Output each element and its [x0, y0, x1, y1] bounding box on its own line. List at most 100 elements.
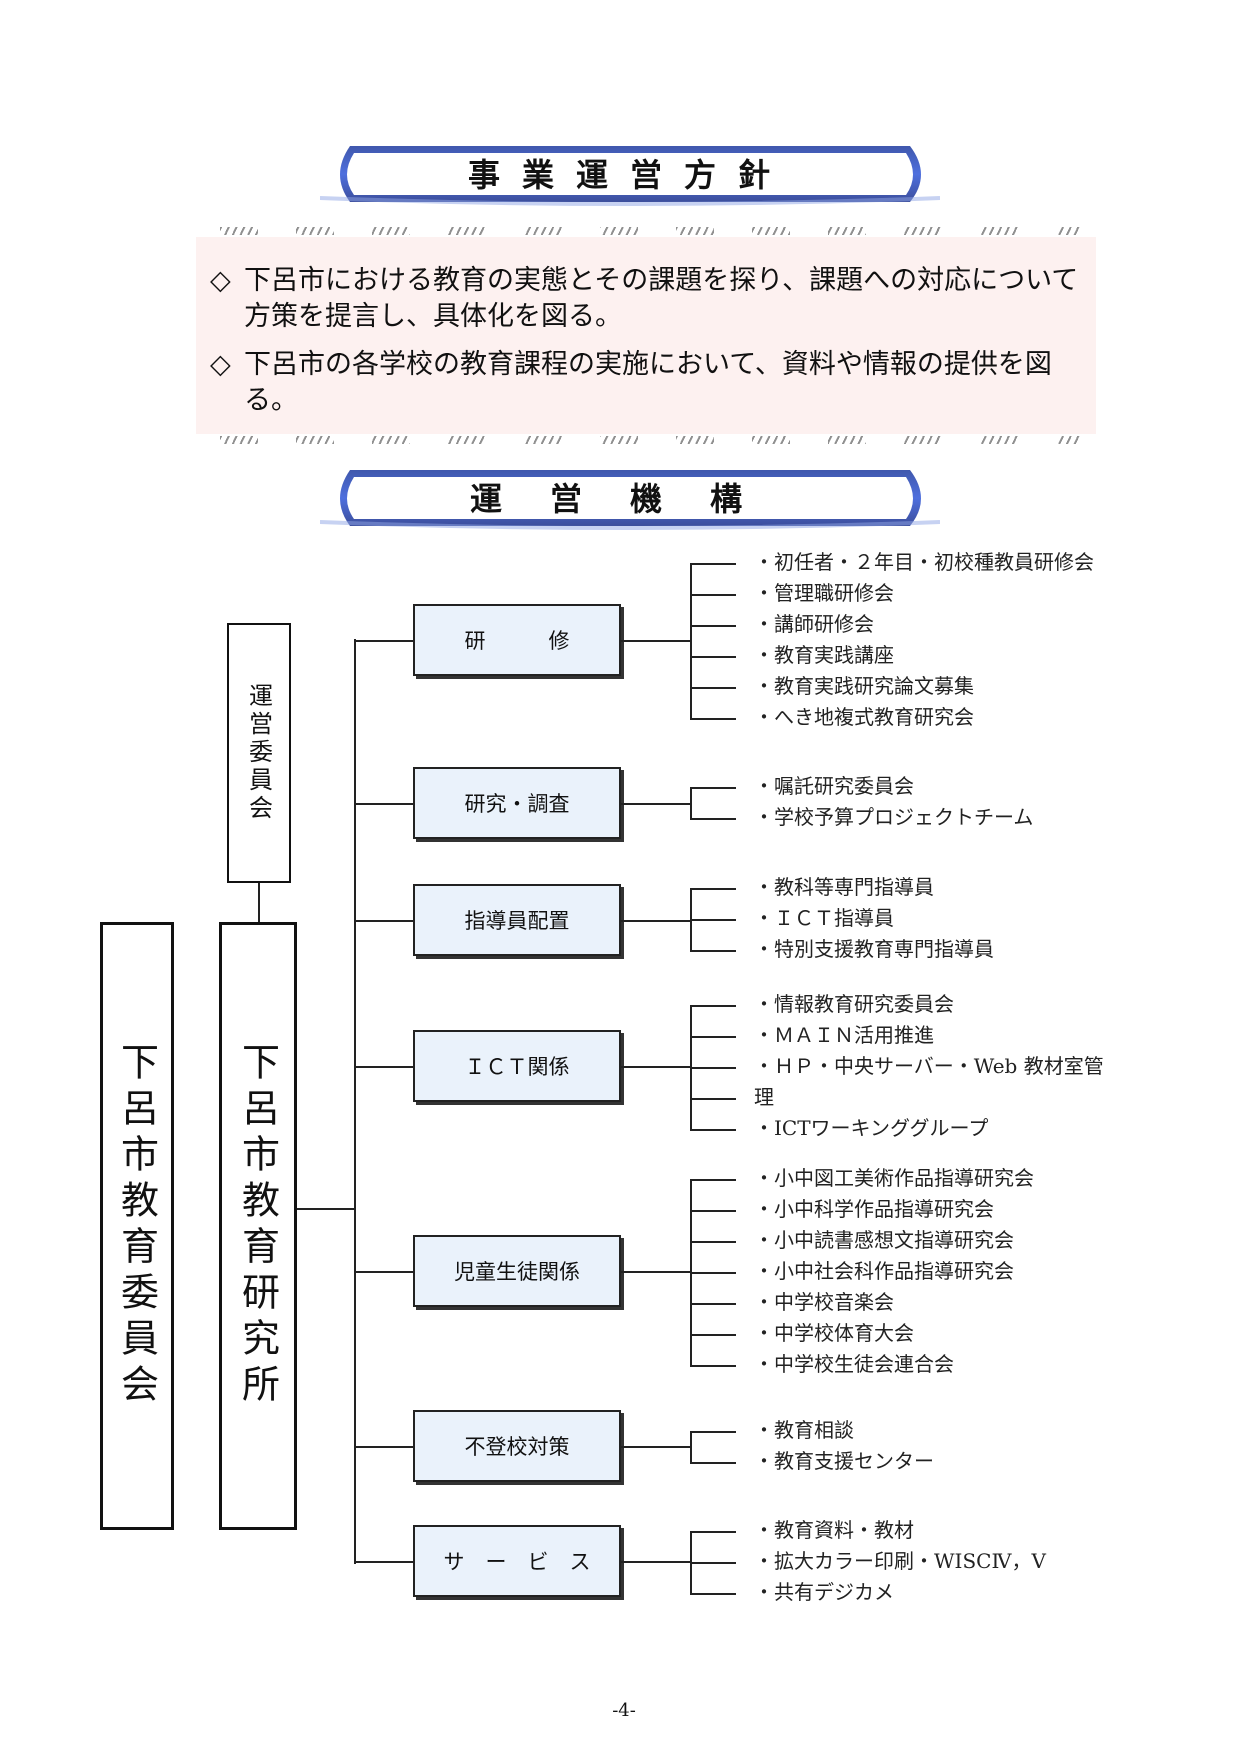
- category-item: ・共有デジカメ: [754, 1580, 894, 1604]
- category-connector: [354, 920, 413, 922]
- category-connector: [354, 1271, 413, 1273]
- bracket-connector: [621, 1446, 690, 1448]
- bracket-tick: [690, 949, 736, 952]
- research-institute-box: 下呂市教育研究所: [219, 922, 297, 1530]
- category-item: ・教科等専門指導員: [754, 875, 934, 899]
- bracket-connector: [621, 1066, 690, 1068]
- category-item: ・ＭＡＩＮ活用推進: [754, 1023, 934, 1047]
- bracket-connector: [621, 1271, 690, 1273]
- bracket-tick: [690, 686, 736, 689]
- steering-committee-box: 運営委員会: [227, 623, 291, 883]
- hatch-divider-bottom: [220, 436, 1080, 444]
- category-item: ・嘱託研究委員会: [754, 774, 914, 798]
- category-item: 理: [754, 1085, 774, 1109]
- category-connector: [354, 1561, 413, 1563]
- policy-box: [196, 237, 1096, 434]
- bracket-tick: [690, 717, 736, 720]
- category-box: 研究・調査: [413, 767, 621, 839]
- category-item: ・教育実践研究論文募集: [754, 674, 974, 698]
- committee-connector: [258, 883, 260, 922]
- bracket-tick: [690, 1240, 736, 1243]
- banner-ribbon-shape: [320, 146, 940, 206]
- bracket-tick: [690, 1066, 736, 1069]
- category-item-list: ・情報教育研究委員会・ＭＡＩＮ活用推進・ＨＰ・中央サーバー・Web 教材室管理・…: [754, 989, 1104, 1144]
- category-item: ・教育資料・教材: [754, 1518, 914, 1542]
- board-of-education-box: 下呂市教育委員会: [100, 922, 174, 1530]
- category-box: サ ー ビ ス: [413, 1525, 621, 1597]
- bracket-vertical: [690, 786, 692, 820]
- bracket-tick: [690, 1430, 736, 1433]
- policy-item-2: ◇ 下呂市の各学校の教育課程の実施において、資料や情報の提供を図る。: [210, 347, 1080, 419]
- bracket-vertical: [690, 562, 692, 720]
- bracket-vertical: [690, 1430, 692, 1464]
- category-item: ・拡大カラー印刷・WISCⅣ，Ⅴ: [754, 1549, 1046, 1573]
- category-item: ・中学校音楽会: [754, 1290, 894, 1314]
- bracket-tick: [690, 1004, 736, 1007]
- bracket-tick: [690, 593, 736, 596]
- bracket-tick: [690, 1530, 736, 1533]
- category-item: ・ＩＣＴ指導員: [754, 906, 894, 930]
- bracket-tick: [690, 1178, 736, 1181]
- bracket-tick: [690, 1461, 736, 1464]
- category-item: ・へき地複式教育研究会: [754, 705, 974, 729]
- bracket-tick: [690, 817, 736, 820]
- institute-connector: [297, 1208, 355, 1210]
- bracket-connector: [621, 803, 690, 805]
- category-box: 不登校対策: [413, 1410, 621, 1482]
- category-item: ・ICTワーキンググループ: [754, 1116, 989, 1140]
- category-box: 指導員配置: [413, 884, 621, 956]
- category-item-list: ・小中図工美術作品指導研究会・小中科学作品指導研究会・小中読書感想文指導研究会・…: [754, 1163, 1034, 1380]
- category-item: ・中学校生徒会連合会: [754, 1352, 954, 1376]
- category-item: ・ＨＰ・中央サーバー・Web 教材室管: [754, 1054, 1104, 1078]
- structure-title: 運営機構: [469, 480, 790, 518]
- category-connector: [354, 803, 413, 805]
- policy-item-text: 下呂市における教育の実態とその課題を探り、課題への対応について方策を提言し、具体…: [244, 265, 1079, 332]
- category-item-list: ・教育資料・教材・拡大カラー印刷・WISCⅣ，Ⅴ ・共有デジカメ: [754, 1515, 1046, 1608]
- bracket-tick: [690, 1333, 736, 1336]
- category-item: ・小中図工美術作品指導研究会: [754, 1166, 1034, 1190]
- category-item: ・講師研修会: [754, 612, 874, 636]
- bracket-tick: [690, 655, 736, 658]
- bracket-connector: [621, 1561, 690, 1563]
- bracket-tick: [690, 1561, 736, 1564]
- hatch-divider-top: [220, 227, 1080, 235]
- bracket-tick: [690, 1035, 736, 1038]
- category-connector: [354, 640, 413, 642]
- diamond-marker-icon: ◇: [210, 265, 231, 296]
- category-item: ・初任者・２年目・初校種教員研修会: [754, 550, 1094, 574]
- category-item: ・特別支援教育専門指導員: [754, 937, 994, 961]
- bracket-tick: [690, 918, 736, 921]
- bracket-tick: [690, 1271, 736, 1274]
- policy-title: 事業運営方針: [467, 156, 792, 194]
- bracket-tick: [690, 1097, 736, 1100]
- bracket-tick: [690, 624, 736, 627]
- category-item-list: ・教科等専門指導員・ＩＣＴ指導員・特別支援教育専門指導員: [754, 872, 994, 965]
- bracket-tick: [690, 887, 736, 890]
- category-box: ＩＣＴ関係: [413, 1030, 621, 1102]
- bracket-tick: [690, 1209, 736, 1212]
- policy-banner: 事業運営方針: [320, 140, 940, 210]
- policy-item-text: 下呂市の各学校の教育課程の実施において、資料や情報の提供を図る。: [244, 349, 1052, 416]
- category-connector: [354, 1446, 413, 1448]
- category-item: ・管理職研修会: [754, 581, 894, 605]
- bracket-tick: [690, 1302, 736, 1305]
- bracket-tick: [690, 562, 736, 565]
- category-item: ・小中社会科作品指導研究会: [754, 1259, 1014, 1283]
- category-item: ・小中読書感想文指導研究会: [754, 1228, 1014, 1252]
- research-institute-label: 下呂市教育研究所: [235, 1042, 280, 1410]
- category-box: 児童生徒関係: [413, 1235, 621, 1307]
- category-item: ・情報教育研究委員会: [754, 992, 954, 1016]
- category-item: ・小中科学作品指導研究会: [754, 1197, 994, 1221]
- category-box: 研 修: [413, 604, 621, 676]
- policy-item-1: ◇ 下呂市における教育の実態とその課題を探り、課題への対応について方策を提言し、…: [210, 263, 1080, 335]
- steering-committee-label: 運営委員会: [244, 683, 273, 823]
- structure-banner: 運営機構: [320, 464, 940, 534]
- diamond-marker-icon: ◇: [210, 349, 231, 380]
- board-of-education-label: 下呂市教育委員会: [114, 1042, 159, 1410]
- page-number: -4-: [612, 1700, 636, 1721]
- category-item: ・教育支援センター: [754, 1449, 934, 1473]
- bracket-connector: [621, 640, 690, 642]
- bracket-tick: [690, 1364, 736, 1367]
- category-item-list: ・初任者・２年目・初校種教員研修会・管理職研修会・講師研修会・教育実践講座・教育…: [754, 547, 1094, 733]
- category-item-list: ・教育相談・教育支援センター: [754, 1415, 934, 1477]
